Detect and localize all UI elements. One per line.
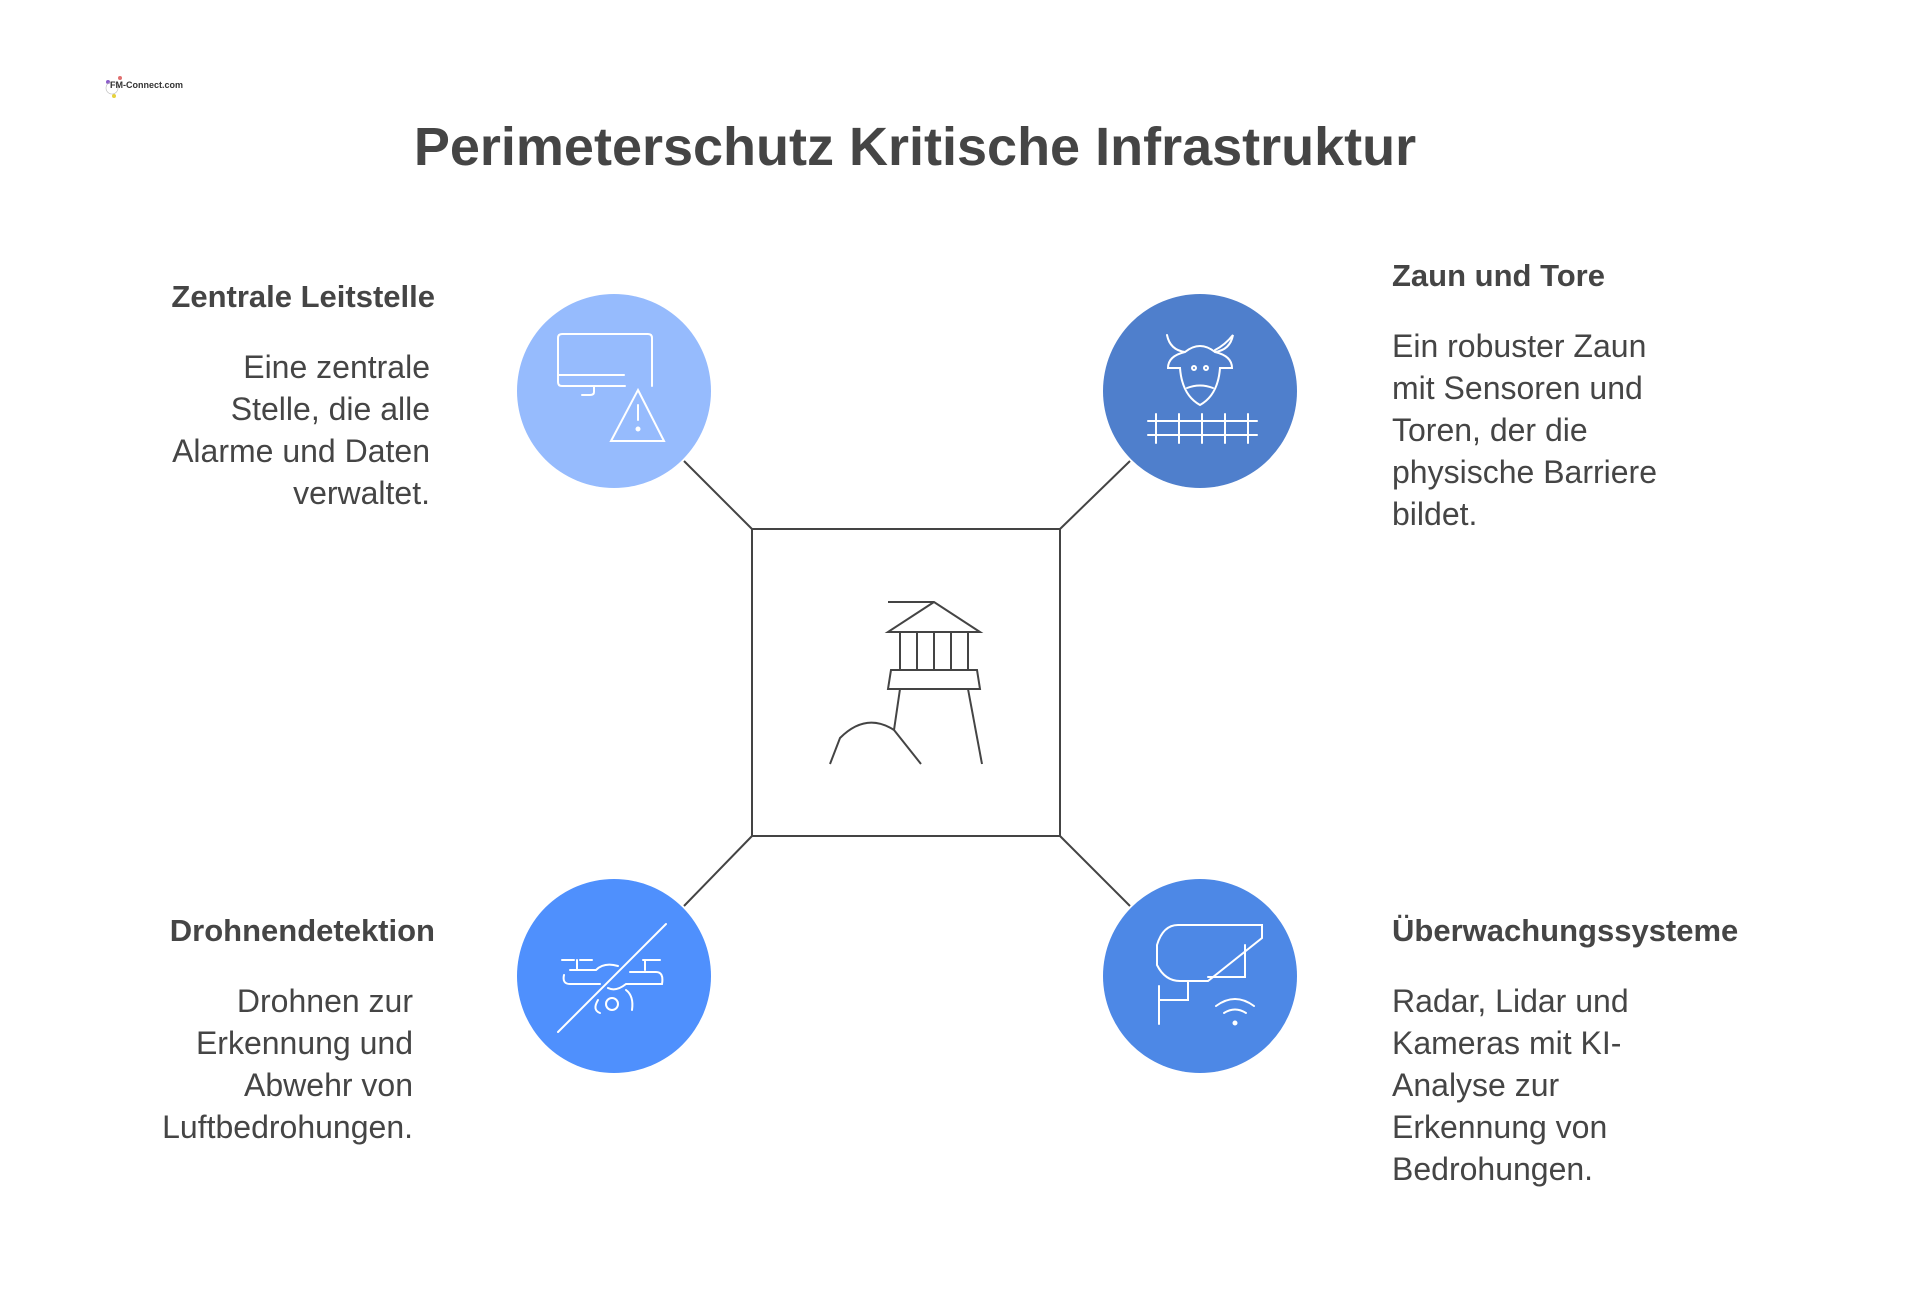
security-camera-icon — [1156, 924, 1263, 1026]
item-desc-drohnendetektion: Drohnen zur Erkennung und Abwehr von Luf… — [162, 983, 413, 1145]
circle-ueberwachungssysteme — [1103, 879, 1297, 1073]
connector-tl — [683, 460, 753, 530]
page-title: Perimeterschutz Kritische Infrastruktur — [413, 117, 1417, 177]
item-desc-zentrale-leitstelle: Eine zentrale Stelle, die alle Alarme un… — [172, 349, 430, 511]
logo-text: FM-Connect.com — [110, 80, 183, 90]
item-desc-zaun-und-tore: Ein robuster Zaun mit Sensoren und Toren… — [1392, 328, 1657, 532]
item-title-zentrale-leitstelle: Zentrale Leitstelle — [171, 279, 435, 314]
connector-tr — [1059, 460, 1131, 530]
logo: FM-Connect.com — [100, 74, 183, 102]
item-title-zaun-und-tore: Zaun und Tore — [1392, 258, 1605, 293]
item-desc-ueberwachungssysteme: Radar, Lidar und Kameras mit KI- Analyse… — [1392, 983, 1629, 1187]
connector-bl — [683, 835, 753, 907]
item-title-ueberwachungssysteme: Überwachungssysteme — [1392, 913, 1739, 948]
cow-fence-icon — [1147, 334, 1258, 444]
item-title-drohnendetektion: Drohnendetektion — [169, 913, 435, 948]
circle-zaun-und-tore — [1103, 294, 1297, 488]
circle-zentrale-leitstelle — [517, 294, 711, 488]
watchtower-icon — [829, 601, 984, 765]
drone-off-icon — [557, 923, 667, 1033]
logo-graphic-icon — [105, 76, 122, 98]
monitor-alert-icon — [557, 333, 666, 442]
connector-br — [1059, 835, 1131, 907]
center-box — [751, 528, 1061, 837]
